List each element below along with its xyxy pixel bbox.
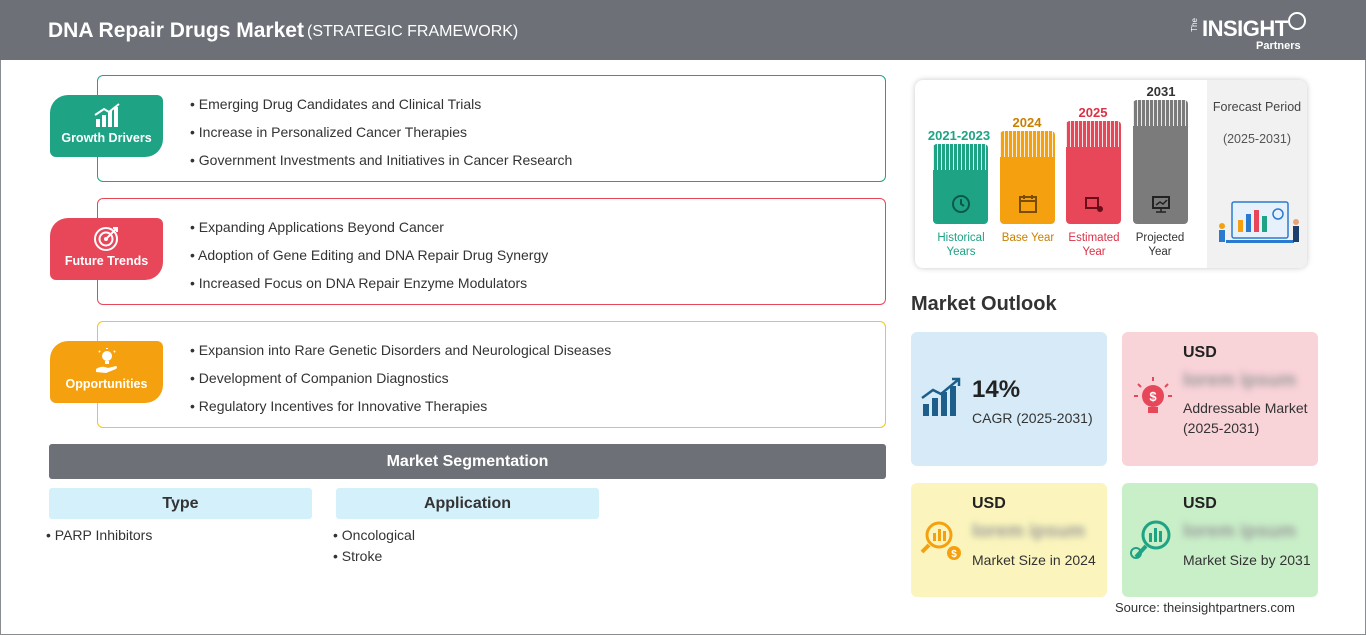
header-bar: DNA Repair Drugs Market (STRATEGIC FRAME…	[0, 0, 1366, 60]
future-trends-box: Expanding Applications Beyond Cancer Ado…	[97, 198, 886, 305]
market-size-2024-card: $ USD lorem ipsum Market Size in 2024	[911, 483, 1107, 597]
svg-text:$: $	[951, 549, 957, 560]
analytics-illustration	[1219, 201, 1299, 243]
list-item: Adoption of Gene Editing and DNA Repair …	[190, 245, 548, 273]
addressable-market-card: $ USD lorem ipsum Addressable Market (20…	[1122, 332, 1318, 466]
growth-chart-icon	[93, 103, 120, 127]
timeline-label: Projected Year	[1135, 232, 1185, 258]
timeline-year: 2024	[1012, 115, 1042, 130]
timeline-year: 2021-2023	[927, 128, 991, 143]
opportunities-list: Expansion into Rare Genetic Disorders an…	[190, 340, 611, 424]
currency-label: USD	[1183, 495, 1217, 512]
market-size-2031-card: USD lorem ipsum Market Size by 2031	[1122, 483, 1318, 597]
timeline-bar-projected	[1133, 100, 1188, 224]
timeline-year: 2031	[1146, 84, 1176, 99]
cagr-label: CAGR (2025-2031)	[972, 410, 1093, 426]
cagr-value: 14%	[972, 376, 1021, 403]
cagr-card: 14% CAGR (2025-2031)	[911, 332, 1107, 466]
growth-chart-icon	[921, 377, 961, 416]
list-item: Regulatory Incentives for Innovative The…	[190, 396, 611, 424]
future-trends-list: Expanding Applications Beyond Cancer Ado…	[190, 217, 548, 301]
addressable-value: lorem ipsum	[1183, 370, 1296, 391]
forecast-period: (2025-2031)	[1222, 132, 1292, 146]
forecast-panel: Forecast Period (2025-2031)	[1207, 80, 1307, 268]
timeline-bar-historical	[933, 144, 988, 224]
market-outlook-title: Market Outlook	[911, 293, 1057, 315]
list-item: Expansion into Rare Genetic Disorders an…	[190, 340, 611, 368]
page-subtitle: (STRATEGIC FRAMEWORK)	[307, 23, 519, 40]
list-item: Increased Focus on DNA Repair Enzyme Mod…	[190, 273, 548, 301]
lightbulb-hand-icon	[95, 348, 117, 373]
source-note: Source: theinsightpartners.com	[1115, 600, 1295, 615]
segment-application-heading: Application	[336, 488, 599, 519]
forecast-title: Forecast Period	[1212, 100, 1302, 114]
lightbulb-dollar-icon: $	[1134, 377, 1172, 413]
market-size-2024-label: Market Size in 2024	[972, 552, 1096, 568]
market-size-2024-value: lorem ipsum	[972, 521, 1085, 542]
timeline-label: Historical Years	[937, 232, 985, 258]
opportunities-badge: Opportunities	[50, 341, 163, 403]
list-item: Increase in Personalized Cancer Therapie…	[190, 122, 572, 150]
growth-drivers-list: Emerging Drug Candidates and Clinical Tr…	[190, 94, 573, 178]
presentation-icon	[1152, 196, 1170, 213]
calendar-icon	[1019, 195, 1037, 213]
badge-label: Future Trends	[64, 254, 149, 268]
market-size-2031-label: Market Size by 2031	[1183, 552, 1311, 568]
future-trends-badge: Future Trends	[50, 218, 163, 280]
badge-label: Opportunities	[65, 377, 148, 391]
estimate-icon	[1085, 197, 1103, 212]
growth-drivers-box: Emerging Drug Candidates and Clinical Tr…	[97, 75, 886, 182]
insight-partners-logo: The INSIGHT Partners	[1190, 10, 1310, 54]
list-item: Stroke	[333, 547, 415, 568]
list-item: Development of Companion Diagnostics	[190, 368, 611, 396]
badge-label: Growth Drivers	[61, 131, 152, 145]
timeline-bar-estimated	[1066, 121, 1121, 224]
opportunities-box: Expansion into Rare Genetic Disorders an…	[97, 321, 886, 428]
market-size-2031-value: lorem ipsum	[1183, 521, 1296, 542]
timeline-label: Base Year	[1001, 232, 1055, 244]
segment-type-list: PARP Inhibitors	[46, 526, 153, 547]
timeline-bar-base	[1000, 131, 1055, 224]
currency-label: USD	[972, 495, 1006, 512]
magnifier-chart-icon	[1130, 520, 1171, 559]
currency-label: USD	[1183, 344, 1217, 361]
segmentation-title: Market Segmentation	[49, 444, 886, 479]
timeline-label: Estimated Year	[1068, 232, 1120, 258]
svg-text:$: $	[1149, 389, 1157, 404]
timeline-year: 2025	[1078, 105, 1108, 120]
target-icon	[93, 227, 118, 251]
history-icon	[952, 195, 970, 213]
addressable-label: Addressable Market (2025-2031)	[1183, 400, 1308, 436]
timeline-card: 2021-2023 Historical Years 2024 Base Yea…	[915, 80, 1307, 268]
segment-application-list: Oncological Stroke	[333, 526, 415, 568]
segment-type-heading: Type	[49, 488, 312, 519]
page-title: DNA Repair Drugs Market	[48, 19, 304, 42]
list-item: Oncological	[333, 526, 415, 547]
magnifier-dollar-icon: $	[920, 521, 961, 560]
growth-drivers-badge: Growth Drivers	[50, 95, 163, 157]
list-item: Government Investments and Initiatives i…	[190, 150, 573, 178]
list-item: Emerging Drug Candidates and Clinical Tr…	[190, 94, 572, 122]
list-item: Expanding Applications Beyond Cancer	[190, 217, 548, 245]
list-item: PARP Inhibitors	[46, 526, 153, 547]
